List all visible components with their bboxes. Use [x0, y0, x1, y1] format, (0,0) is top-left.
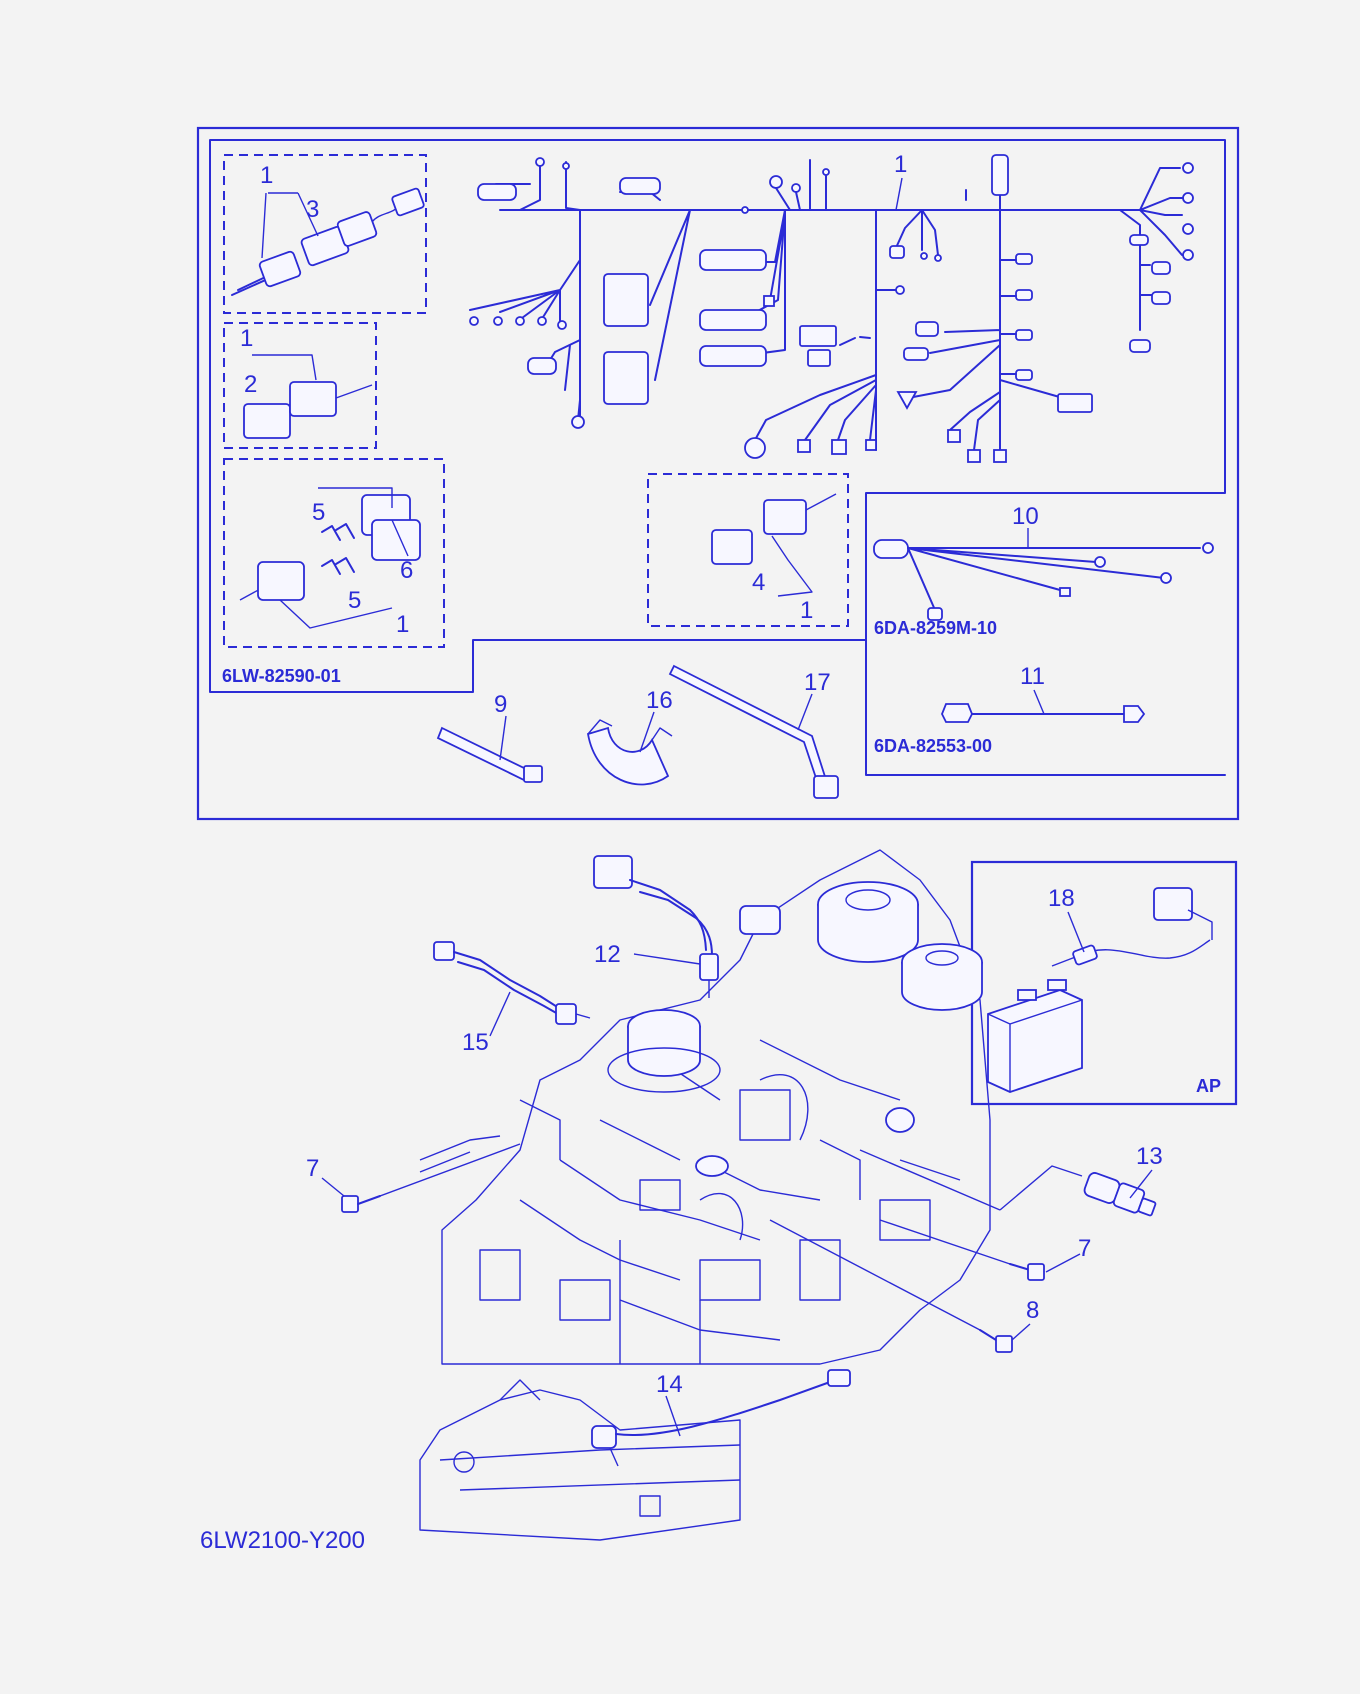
option-tag-ap: AP: [1196, 1076, 1221, 1096]
bolt-7-right: [879, 1219, 1045, 1281]
battery: [987, 979, 1083, 1093]
callout-5: 5: [312, 499, 325, 526]
leader-c1a: [261, 192, 319, 259]
leader-c15: [489, 991, 511, 1037]
callout-16: 16: [646, 687, 673, 714]
callout-6: 6: [400, 557, 413, 584]
callout-18: 18: [1048, 885, 1075, 912]
callout-1: 1: [260, 162, 273, 189]
engine-block: [419, 849, 991, 1365]
subkit-box-1-2: [223, 322, 377, 449]
callout-8: 8: [1026, 1297, 1039, 1324]
kit-code-lead-assy: 6DA-8259M-10: [874, 618, 997, 638]
callout-2: 2: [244, 371, 257, 398]
callout-5: 5: [348, 587, 361, 614]
leader-c17: [797, 693, 813, 731]
lower-bracket: [419, 1379, 741, 1541]
sensor-13: [859, 1149, 1157, 1217]
kit-code-lead-wire: 6DA-82553-00: [874, 736, 992, 756]
callout-1: 1: [396, 611, 409, 638]
bolt-8: [769, 1219, 1013, 1353]
callout-17: 17: [804, 669, 831, 696]
callout-9: 9: [494, 691, 507, 718]
leader-c18: [1067, 911, 1085, 953]
leader-c13: [1129, 1169, 1153, 1199]
leader-c1c: [279, 599, 393, 629]
leader-c7a: [321, 1177, 345, 1197]
callout-4: 4: [752, 569, 765, 596]
sensor-12: [593, 855, 719, 998]
cable-tie-9: [436, 726, 543, 783]
clamp-16: [586, 719, 673, 786]
callout-11: 11: [1020, 663, 1045, 690]
leader-c4-c1: [771, 535, 813, 597]
leader-c1b: [252, 354, 317, 381]
subkit-box-1-5-6: [223, 458, 445, 648]
leader-c7b: [1045, 1253, 1081, 1273]
sensor-15: [433, 941, 591, 1025]
bolt-7-left: [341, 1143, 521, 1213]
leader-c1main: [895, 177, 903, 211]
sensor-18: [1051, 887, 1213, 967]
callout-3: 3: [306, 196, 319, 223]
connector-3: [231, 187, 425, 296]
leader-c16: [639, 711, 655, 753]
callout-7: 7: [1078, 1235, 1091, 1262]
sensor-14: [591, 1369, 851, 1449]
callout-13: 13: [1136, 1143, 1163, 1170]
leader-c11: [1033, 689, 1045, 715]
leader-c14: [609, 1395, 681, 1467]
callout-1: 1: [894, 151, 907, 178]
harness-kit-frame: [209, 139, 1226, 776]
callout-15: 15: [462, 1029, 489, 1056]
subkit-box-1-4: [647, 473, 849, 627]
cable-tie-17: [668, 664, 839, 799]
lead-wire-11: [941, 703, 1146, 723]
leader-c8: [1011, 1323, 1031, 1341]
connector-2: [243, 381, 373, 439]
connector-4: [711, 493, 837, 565]
callout-10: 10: [1012, 503, 1039, 530]
main-wire-harness: [469, 154, 1194, 463]
leader-c9: [499, 715, 507, 761]
callout-1: 1: [240, 325, 253, 352]
callout-7: 7: [306, 1155, 319, 1182]
callout-1: 1: [800, 597, 813, 624]
drawing-id: 6LW2100-Y200: [200, 1527, 365, 1554]
kit-code-main: 6LW-82590-01: [222, 666, 341, 686]
upper-frame: [196, 126, 1240, 821]
leader-c12: [633, 953, 701, 965]
callout-14: 14: [656, 1371, 683, 1398]
callout-12: 12: [594, 941, 621, 968]
lead-assy-10: [873, 539, 1214, 621]
leader-c5a-c6: [318, 487, 409, 557]
